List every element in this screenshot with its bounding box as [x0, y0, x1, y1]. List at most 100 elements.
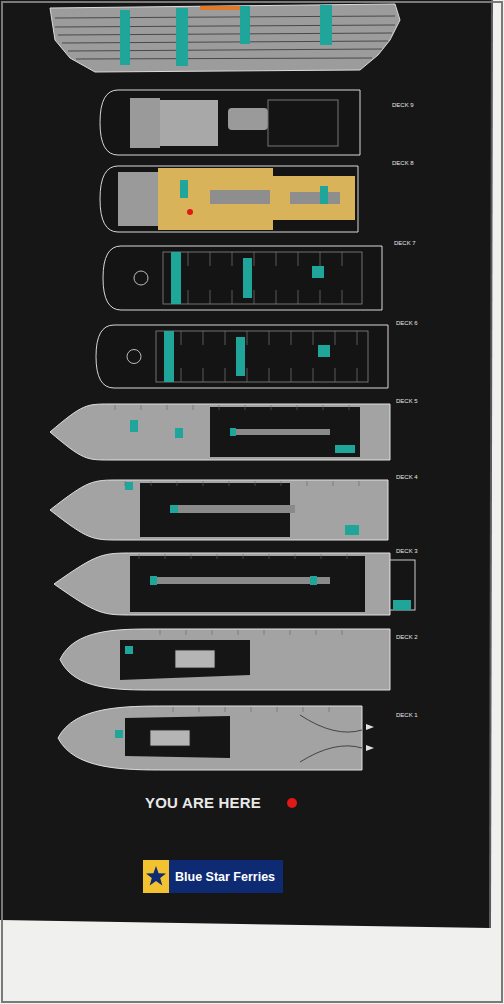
deck-part — [115, 730, 123, 738]
deck-part — [188, 252, 189, 266]
you-are-here-text: YOU ARE HERE — [145, 795, 261, 810]
deck-part — [342, 290, 343, 304]
deck-part — [264, 630, 265, 635]
deck-part — [164, 331, 174, 382]
deck-part — [277, 707, 278, 712]
deck-part — [125, 482, 133, 490]
deck-label: DECK 6 — [396, 320, 418, 326]
hull-outline — [58, 706, 362, 770]
deck-label: DECK 9 — [392, 102, 414, 108]
deck-part — [199, 707, 200, 712]
logo-star — [143, 860, 169, 893]
deck-part — [210, 190, 270, 204]
deck-label: DECK 2 — [396, 634, 418, 640]
deck-part — [165, 554, 166, 559]
deck-part — [390, 560, 415, 610]
deck-part — [245, 405, 246, 410]
deck-part — [217, 554, 218, 559]
hull-outline — [50, 480, 388, 540]
deck-part — [134, 271, 148, 285]
deck-part — [225, 368, 226, 382]
deck-part — [120, 640, 250, 680]
deck-part — [210, 252, 211, 266]
deck-part — [243, 554, 244, 559]
deck-part — [295, 554, 296, 559]
deck-part — [357, 331, 358, 345]
hull-outline — [50, 404, 390, 460]
deck-part — [329, 707, 330, 712]
deck-part — [247, 331, 248, 345]
logo-box: Blue Star Ferries — [143, 860, 283, 893]
you-are-here-dot — [187, 209, 193, 215]
deck-part — [181, 368, 182, 382]
deck-part — [254, 290, 255, 304]
deck-part — [310, 576, 317, 585]
deck-part — [230, 428, 236, 436]
deck-part — [254, 252, 255, 266]
deck-part — [130, 420, 138, 432]
deck-part — [125, 646, 133, 654]
deck-part — [335, 445, 355, 453]
deck-part — [175, 428, 183, 438]
deck-part — [180, 180, 188, 198]
deck-part — [228, 108, 268, 130]
deck-part — [156, 331, 368, 382]
deck-label: DECK 7 — [394, 240, 416, 246]
deck-part — [230, 429, 330, 435]
hull-outline — [54, 553, 390, 615]
deck-part — [323, 405, 324, 410]
deck-part — [181, 331, 182, 345]
deck-part — [175, 650, 215, 668]
deck-part — [141, 405, 142, 410]
deck-label: DECK 1 — [396, 712, 418, 718]
deck-part — [281, 481, 282, 486]
deck-part — [320, 252, 321, 266]
deck-label: DECK 8 — [392, 160, 414, 166]
deck-part — [210, 407, 360, 457]
ship-profile — [50, 4, 400, 72]
deck-outline — [100, 90, 360, 155]
deck-part — [193, 405, 194, 410]
deck-part — [160, 100, 218, 146]
deck-part — [236, 337, 245, 376]
deck-part — [158, 168, 273, 230]
deck-part — [118, 172, 158, 226]
deck-part — [290, 192, 340, 204]
deck-outline — [96, 325, 388, 388]
legend-red-dot — [287, 798, 297, 808]
deck-part — [290, 630, 291, 635]
deck-part — [173, 707, 174, 712]
deck-part — [335, 368, 336, 382]
deck-part — [276, 252, 277, 266]
deck-part — [127, 350, 141, 364]
deck-part — [255, 481, 256, 486]
deck-part — [342, 252, 343, 266]
deck-part — [191, 554, 192, 559]
deck-part — [366, 724, 374, 751]
deck-part — [321, 554, 322, 559]
deck-part — [335, 331, 336, 345]
deck-part — [225, 331, 226, 345]
deck-part — [313, 368, 314, 382]
deck-part — [298, 290, 299, 304]
deck-part — [291, 331, 292, 345]
deck-part — [186, 630, 187, 635]
deck-part — [167, 405, 168, 410]
deck-part — [115, 405, 116, 410]
deck-part — [219, 405, 220, 410]
deck-part — [125, 716, 230, 758]
deck-part — [359, 481, 360, 486]
deck-part — [268, 100, 338, 146]
deck-part — [291, 368, 292, 382]
deck-part — [313, 331, 314, 345]
deck-part — [269, 368, 270, 382]
deck-part — [357, 368, 358, 382]
deck-part — [269, 554, 270, 559]
deck-part — [316, 630, 317, 635]
deck-part — [300, 715, 362, 762]
deck-part — [160, 630, 161, 635]
